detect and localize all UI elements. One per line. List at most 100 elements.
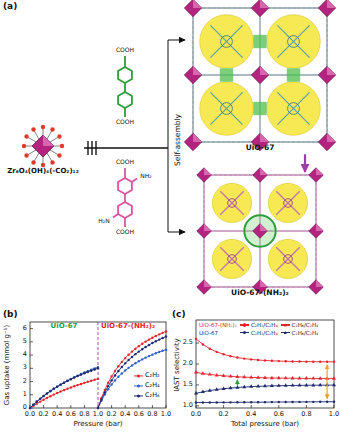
zr-cluster-facet (260, 280, 267, 287)
data-point (83, 371, 85, 373)
legend-marker (284, 323, 287, 326)
data-point (155, 335, 157, 337)
linker-rod (315, 175, 316, 231)
data-point (66, 388, 68, 390)
isotherm-curve (98, 331, 166, 408)
legend-swatch (134, 395, 143, 396)
data-point (148, 355, 150, 357)
data-point (148, 344, 150, 346)
data-point (121, 361, 123, 363)
data-point (138, 360, 140, 362)
tick-label: 0.6 (274, 411, 284, 418)
data-point (332, 383, 336, 386)
data-point (97, 407, 99, 409)
node-label: UiO-67 (246, 144, 275, 152)
data-point (76, 384, 78, 386)
zr-octahedron (32, 135, 54, 157)
panel-letter: (a) (3, 2, 17, 12)
data-point (148, 338, 150, 340)
data-point (97, 407, 99, 409)
data-point (117, 370, 119, 372)
data-point (270, 376, 274, 379)
difference-arrow (237, 380, 238, 386)
zr-cluster (309, 280, 324, 295)
data-point (90, 380, 92, 382)
bond (124, 194, 126, 202)
data-point (100, 398, 102, 400)
linker-rod (192, 8, 193, 75)
data-point (165, 348, 167, 350)
data-point (333, 401, 335, 403)
bond (132, 179, 137, 183)
data-point (256, 384, 260, 387)
oxygen-atom (41, 163, 45, 167)
legend-marker (137, 374, 140, 377)
tick-mark (30, 341, 33, 342)
tick-mark (152, 405, 153, 408)
linker-rod (193, 7, 260, 8)
oxygen-atom (22, 144, 26, 148)
data-point (131, 364, 133, 366)
data-point (277, 383, 281, 386)
data-point (332, 376, 336, 379)
legend-group-label: UiO-67 (199, 329, 218, 335)
data-point (209, 401, 211, 403)
zr-cluster-facet (316, 168, 323, 175)
data-point (124, 357, 126, 359)
legend-item: C₂H₄ (134, 382, 160, 389)
data-point (201, 371, 205, 374)
zr-cluster (197, 168, 212, 183)
data-point (49, 395, 51, 397)
pore-ring (288, 103, 300, 115)
data-point (318, 376, 322, 379)
zr-cluster-facet (260, 224, 267, 231)
data-point (87, 370, 89, 372)
pore-linker (277, 92, 309, 124)
data-point (277, 376, 281, 379)
legend-text: C₂H₆ (145, 392, 160, 399)
tick-mark (30, 368, 33, 369)
zr-cluster-icon (22, 125, 64, 167)
data-point (242, 385, 246, 388)
bond (124, 83, 126, 92)
tick-mark (223, 405, 224, 408)
data-point (107, 385, 109, 387)
linker-rod (204, 286, 260, 287)
node-label: UiO-67-(NH₂)₂ (231, 289, 289, 297)
node-label: Zr₆O₄(OH)₄(-CO₂)₁₂ (7, 168, 78, 176)
isotherm-curve (98, 350, 166, 408)
tick-mark (125, 405, 126, 408)
panel-divider (98, 322, 99, 408)
oxygen-atom (60, 144, 64, 148)
data-point (209, 347, 211, 349)
data-point (76, 375, 78, 377)
data-point (110, 383, 112, 385)
tick-mark (138, 405, 139, 408)
data-point (127, 354, 129, 356)
data-point (249, 384, 253, 387)
data-point (165, 335, 167, 337)
zr-cluster-facet (316, 280, 323, 287)
isotherm-curve (30, 379, 98, 408)
data-point (97, 378, 99, 380)
data-point (264, 359, 266, 361)
data-point (70, 378, 72, 380)
zr-cluster-facet (260, 0, 269, 8)
selectivity-curve (196, 401, 334, 403)
pore-linker (277, 92, 309, 124)
data-point (165, 330, 167, 332)
data-point (304, 383, 308, 386)
unit-cell-frame (204, 175, 316, 287)
data-point (249, 375, 253, 378)
tick-label: 1 (23, 391, 27, 398)
zr-cluster-facet (327, 133, 336, 142)
data-point (291, 360, 293, 362)
pore-sphere (267, 82, 321, 136)
legend-text: C₂H₂/C₂H₄ (251, 322, 278, 328)
data-point (271, 360, 273, 362)
data-point (59, 383, 61, 385)
plot-frame (30, 322, 166, 408)
linker-rod (260, 7, 327, 8)
data-point (80, 373, 82, 375)
data-point (216, 351, 218, 353)
